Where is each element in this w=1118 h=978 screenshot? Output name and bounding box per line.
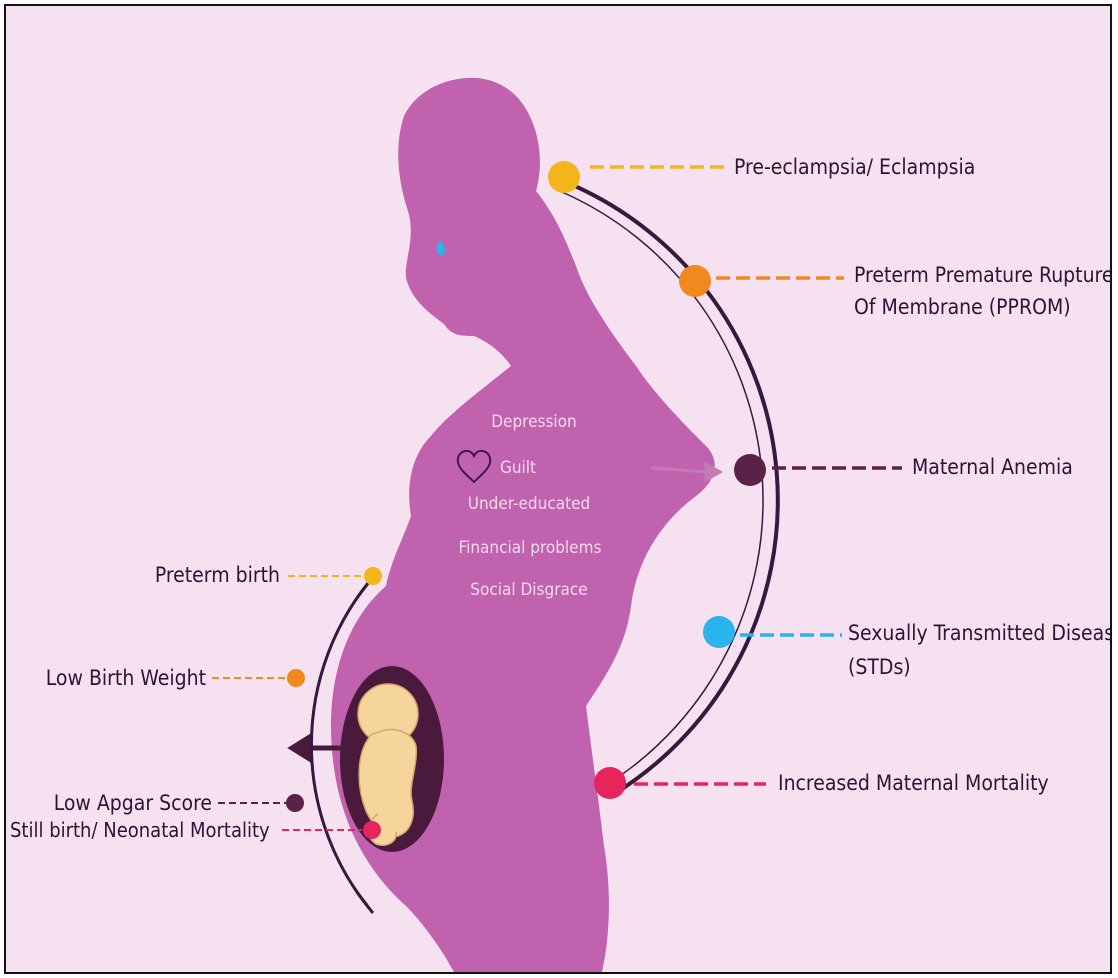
factor-guilt: Guilt (488, 458, 548, 478)
label-low-birth-weight: Low Birth Weight (6, 665, 206, 691)
label-stds-line1: Sexually Transmitted Diseases (848, 620, 1112, 646)
factor-under-educated: Under-educated (454, 494, 604, 514)
label-low-apgar-score: Low Apgar Score (6, 790, 212, 816)
label-maternal-mortality: Increased Maternal Mortality (778, 770, 1049, 796)
diagram-canvas: Depression Guilt Under-educated Financia… (4, 4, 1112, 974)
factor-social-disgrace: Social Disgrace (454, 580, 604, 600)
label-pprom-line1: Preterm Premature Rupture (854, 262, 1112, 288)
factor-depression: Depression (474, 412, 594, 432)
label-still-birth: Still birth/ Neonatal Mortality (10, 817, 270, 843)
label-pprom-line2: Of Membrane (PPROM) (854, 294, 1071, 320)
label-stds-line2: (STDs) (848, 654, 911, 680)
label-pre-eclampsia: Pre-eclampsia/ Eclampsia (734, 154, 975, 180)
label-maternal-anemia: Maternal Anemia (912, 454, 1073, 480)
factor-financial-problems: Financial problems (442, 538, 618, 558)
label-preterm-birth: Preterm birth (66, 562, 280, 588)
